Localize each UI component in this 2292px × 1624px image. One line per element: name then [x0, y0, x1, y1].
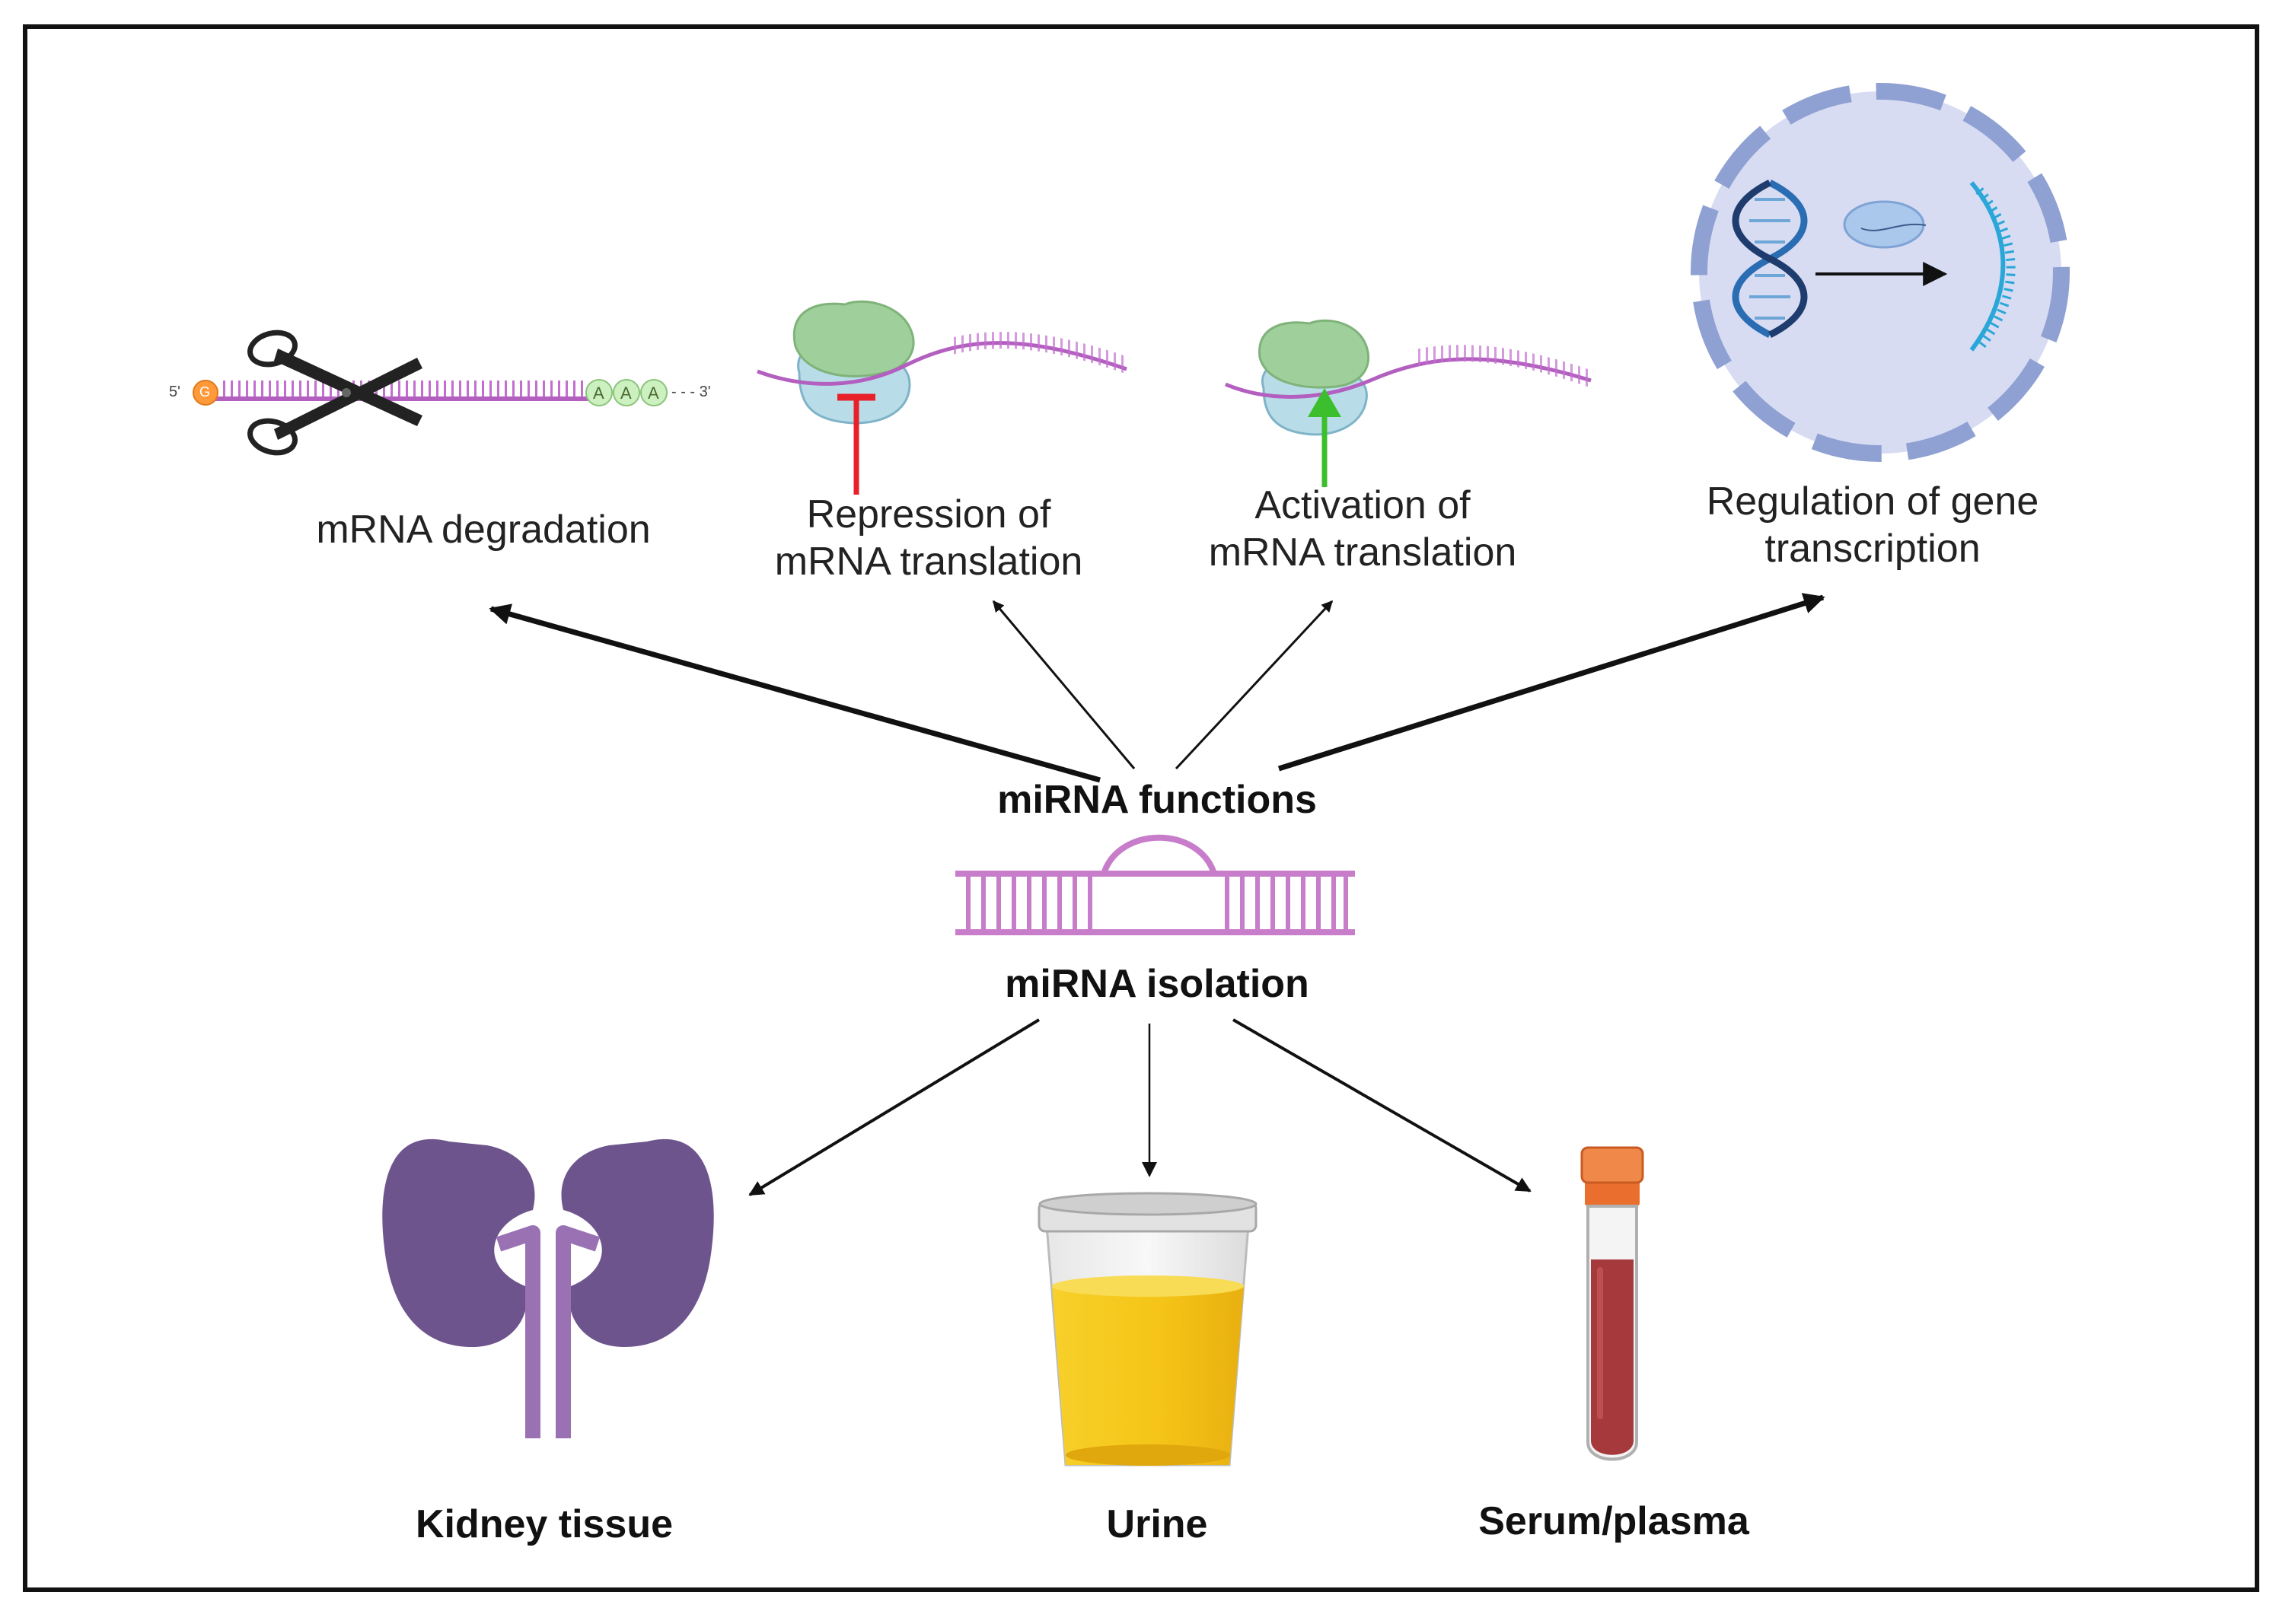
three-prime-label: - - - 3': [671, 384, 711, 400]
ribosome-icon: [1258, 319, 1370, 436]
poly-a-1: A: [593, 384, 604, 403]
mrna-cap: [193, 380, 218, 406]
label-regulation: Regulation of gene transcription: [1706, 479, 2039, 572]
function-arrows: [489, 593, 1825, 783]
label-repression: Repression of mRNA translation: [774, 492, 1083, 584]
label-mirna-isolation: miRNA isolation: [1005, 962, 1309, 1006]
arrow-to-degradation: [489, 603, 1101, 783]
nucleus-icon: [1691, 83, 2070, 462]
label-activation: Activation of mRNA translation: [1208, 483, 1517, 575]
polya-tail: [585, 379, 668, 406]
activate-head: [1308, 388, 1341, 417]
poly-a-2: A: [620, 384, 632, 403]
urine-cup-icon: [1038, 1192, 1258, 1466]
diagram-frame: [23, 24, 2259, 1592]
scissors-icon: [247, 330, 422, 456]
degradation-illustration: [193, 330, 668, 456]
arrow-to-activation: [1175, 600, 1334, 770]
arrow-to-serum: [1232, 1018, 1532, 1193]
repression-illustration: [757, 300, 1130, 495]
kidney-icon: [382, 1138, 714, 1438]
mirna-icon: [955, 834, 1355, 935]
label-serum-plasma: Serum/plasma: [1478, 1499, 1749, 1543]
rna-transcript-icon: [1969, 181, 2016, 352]
poly-a-3: A: [648, 384, 659, 403]
label-kidney-tissue: Kidney tissue: [415, 1502, 674, 1546]
blood-tube-icon: [1580, 1146, 1644, 1461]
label-mrna-degradation: mRNA degradation: [316, 508, 651, 552]
activation-illustration: [1225, 319, 1594, 487]
label-mirna-functions: miRNA functions: [997, 778, 1317, 822]
source-arrows: [748, 1018, 1532, 1196]
cap-label: G: [199, 384, 211, 400]
arrow-to-repression: [992, 600, 1136, 769]
dna-helix-icon: [1732, 179, 1808, 339]
five-prime-label: 5': [169, 384, 180, 400]
label-urine: Urine: [1106, 1502, 1208, 1546]
arrow-to-regulation: [1277, 593, 1825, 772]
polymerase-icon: [1843, 200, 1927, 249]
arrow-to-kidney: [748, 1018, 1041, 1196]
